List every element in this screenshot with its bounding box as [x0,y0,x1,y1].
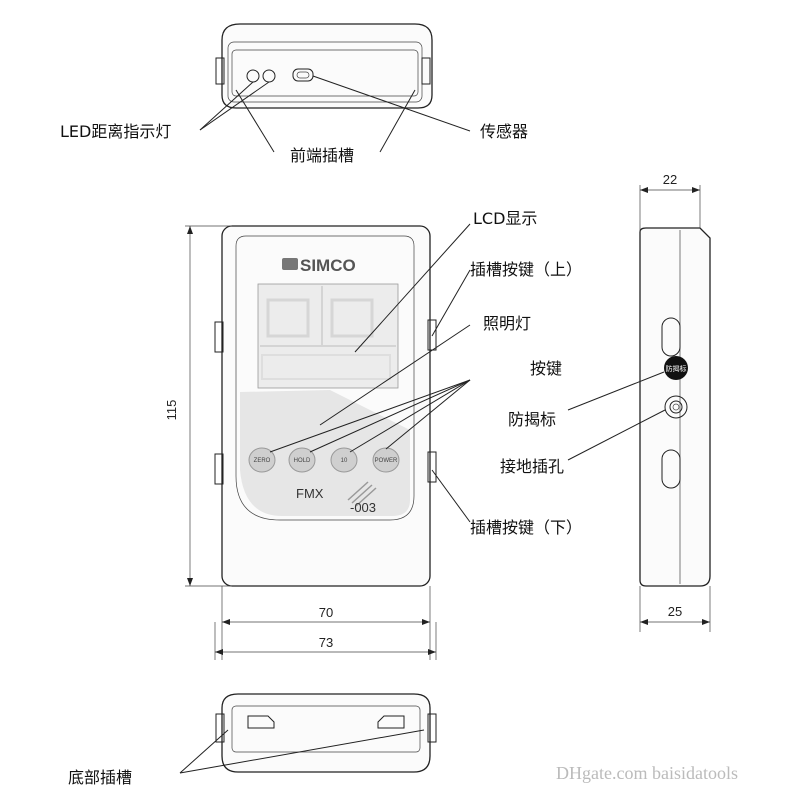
zero-button [248,447,276,473]
model-name: FMX [296,486,324,501]
brand-logo: SIMCO [282,256,356,275]
ground-socket [664,395,688,419]
label-lcd: LCD显示 [473,209,537,228]
label-led-indicator: LED距离指示灯 [60,122,171,141]
ten-button-label: 10 [341,458,348,464]
label-ground-hole: 接地插孔 [500,457,564,476]
dim-height: 115 [164,400,179,421]
label-sensor: 传感器 [480,122,528,141]
dim-depth-bottom: 25 [668,604,682,619]
label-slot-button-top: 插槽按键（上） [470,260,582,279]
lcd-display [257,283,399,389]
power-button-label: POWER [375,458,398,464]
brand-name: SIMCO [300,256,356,275]
anti-drop-seal-text: 防揭标 [666,364,687,373]
model-suffix: -003 [350,500,376,515]
side-view: 防揭标 [639,227,711,587]
watermark: DHgate.com baisidatools [556,763,738,783]
label-front-slot: 前端插槽 [290,146,354,165]
label-slot-button-bottom: 插槽按键（下） [470,518,582,537]
anti-drop-label-seal [664,356,688,380]
label-bottom-slot: 底部插槽 [68,768,132,787]
label-light: 照明灯 [483,314,531,333]
dim-width-inner: 70 [319,605,333,620]
top-view [215,23,433,109]
label-keys: 按键 [530,359,562,378]
front-view: SIMCO ZERO HOLD 10 POWER FMX -003 [214,225,437,587]
dim-depth-top: 22 [663,172,677,187]
hold-button-label: HOLD [294,458,311,464]
ten-button [330,447,358,473]
key-buttons: ZERO HOLD 10 POWER [248,447,400,473]
sensor-port [292,68,314,82]
zero-button-label: ZERO [254,458,271,464]
bottom-view [215,693,437,773]
power-button [372,447,400,473]
hold-button [288,447,316,473]
model-stripes-icon [347,481,377,507]
dim-width-outer: 73 [319,635,333,650]
label-anti-drop: 防揭标 [508,410,556,429]
